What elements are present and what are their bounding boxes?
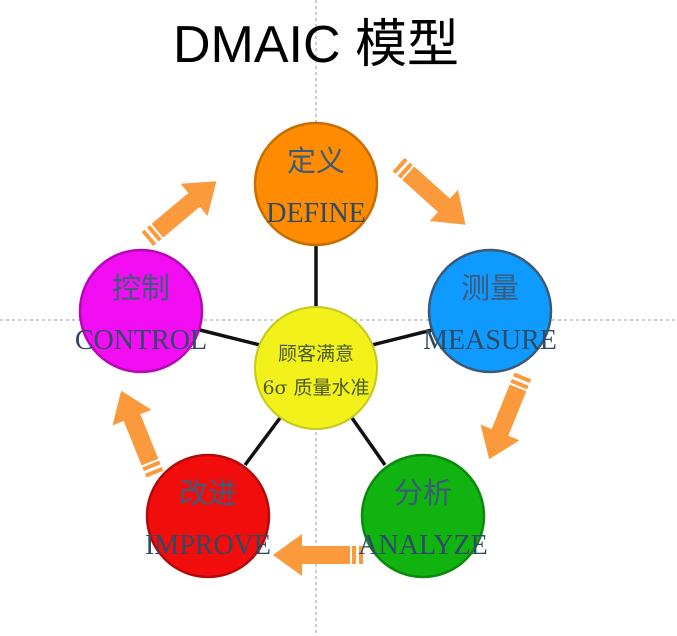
node-define: 定义 DEFINE	[253, 121, 379, 247]
center-circle	[254, 306, 378, 430]
node-analyze: 分析 ANALYZE	[358, 453, 488, 579]
spoke-analyze	[350, 416, 387, 467]
node-improve: 改进 IMPROVE	[145, 453, 271, 579]
control-label-en: CONTROL	[75, 325, 207, 356]
analyze-label-cn: 分析	[394, 476, 452, 510]
center-line-2: 6σ 质量水准	[262, 377, 369, 399]
measure-circle	[427, 248, 553, 374]
measure-label-en: MEASURE	[423, 325, 557, 356]
spoke-measure	[371, 328, 433, 347]
spoke-control	[199, 328, 261, 347]
improve-label-en: IMPROVE	[145, 530, 271, 561]
define-label-en: DEFINE	[266, 198, 366, 229]
control-circle	[78, 248, 204, 374]
control-label-cn: 控制	[112, 271, 170, 305]
define-label-cn: 定义	[287, 144, 345, 178]
arrow-measure-to-analyze	[480, 372, 532, 460]
arrow-improve-to-control	[112, 390, 164, 478]
define-circle	[253, 121, 379, 247]
analyze-circle	[360, 453, 486, 579]
measure-label-cn: 测量	[461, 271, 519, 305]
arrow-define-to-measure	[392, 157, 466, 225]
spokes	[199, 245, 433, 467]
node-control: 控制 CONTROL	[75, 248, 207, 374]
cycle-arrows	[112, 157, 532, 576]
improve-label-cn: 改进	[179, 476, 237, 510]
node-measure: 测量 MEASURE	[423, 248, 557, 374]
center-line-1: 顾客满意	[278, 343, 354, 365]
spoke-improve	[243, 416, 282, 467]
arrow-analyze-to-improve	[273, 534, 363, 576]
page-title: DMAIC 模型	[173, 16, 459, 74]
improve-circle	[145, 453, 271, 579]
analyze-label-en: ANALYZE	[358, 530, 487, 561]
arrow-control-to-define	[141, 181, 217, 246]
